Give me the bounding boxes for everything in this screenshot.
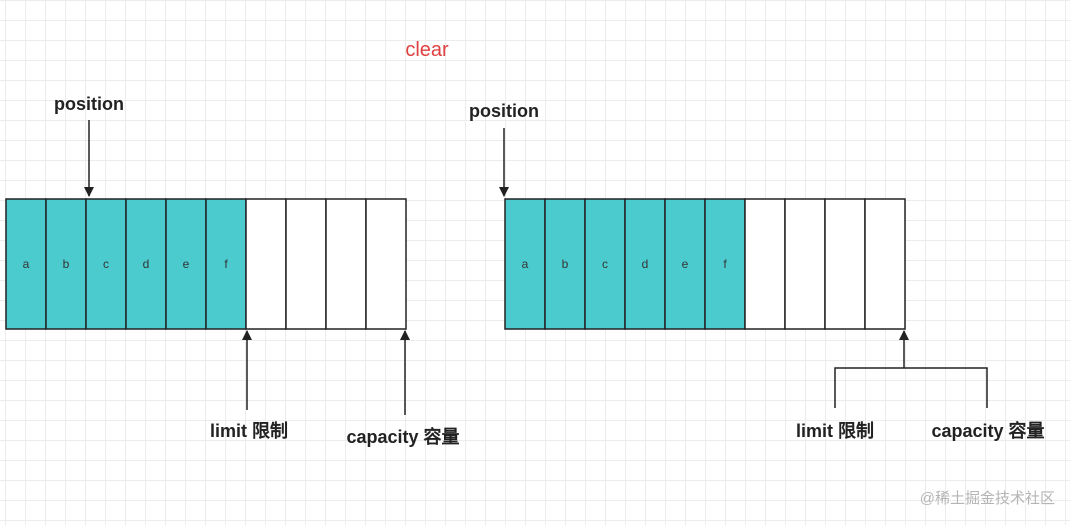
before-limit-label: limit 限制	[210, 421, 288, 441]
before-cell-0	[5, 198, 47, 330]
before-cell-label: a	[23, 257, 30, 271]
after-cell-label: d	[642, 257, 649, 271]
before-cell-6	[245, 198, 287, 330]
after-cell-6	[744, 198, 786, 330]
after-cell-label: e	[682, 257, 689, 271]
after-capacity-label: capacity 容量	[931, 420, 1044, 441]
before-buffer: a b c d e f	[5, 198, 407, 330]
before-cell-4	[165, 198, 207, 330]
after-cell-label: f	[723, 257, 727, 271]
watermark: @稀土掘金技术社区	[920, 490, 1055, 507]
after-cell-1	[544, 198, 586, 330]
after-cell-9	[864, 198, 906, 330]
diagram-title: clear	[405, 39, 449, 61]
after-cell-8	[824, 198, 866, 330]
after-cell-2	[584, 198, 626, 330]
before-cell-9	[365, 198, 407, 330]
after-cell-4	[664, 198, 706, 330]
before-cell-5	[205, 198, 247, 330]
before-cell-label: c	[103, 257, 109, 271]
before-cell-7	[285, 198, 327, 330]
before-cell-label: f	[224, 257, 228, 271]
after-cell-label: c	[602, 257, 608, 271]
before-capacity-label: capacity 容量	[346, 426, 459, 447]
before-cell-label: b	[63, 257, 70, 271]
before-cell-2	[85, 198, 127, 330]
before-cell-8	[325, 198, 367, 330]
before-cell-1	[45, 198, 87, 330]
before-cell-label: e	[183, 257, 190, 271]
before-position-label: position	[54, 94, 124, 114]
after-cell-5	[704, 198, 746, 330]
after-limit-label: limit 限制	[796, 421, 874, 441]
after-cell-0	[504, 198, 546, 330]
before-cell-label: d	[143, 257, 150, 271]
after-cell-label: b	[562, 257, 569, 271]
after-buffer: a b c d e f	[504, 198, 906, 330]
before-state: a b c d e f position limit 限制 capacity 容量	[5, 94, 460, 447]
after-cell-label: a	[522, 257, 529, 271]
after-state: a b c d e f position limit 限制 capacity 容量	[469, 101, 1045, 441]
after-bracket-connector	[834, 367, 988, 408]
after-position-label: position	[469, 101, 539, 121]
after-cell-7	[784, 198, 826, 330]
